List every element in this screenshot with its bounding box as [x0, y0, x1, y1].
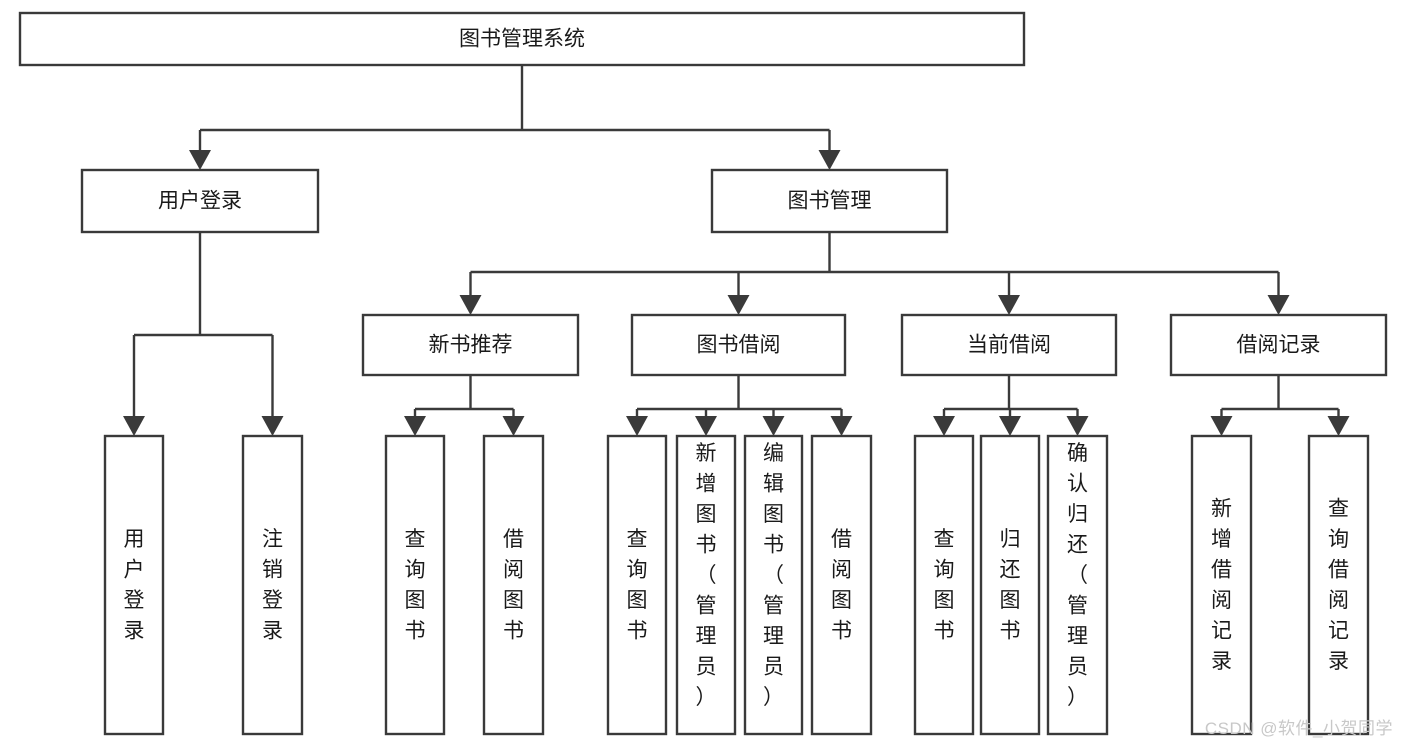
node-book-management-rect[interactable] — [710, 168, 949, 234]
node-leaf-borrow-book-recommend-label: 借阅图书 — [503, 528, 524, 643]
new-book-recommend-to-leaves-arrow-0 — [404, 416, 426, 436]
node-leaf-logout-rect[interactable] — [241, 434, 304, 736]
node-user-login-label: 用户登录 — [158, 190, 242, 213]
node-leaf-borrow-book[interactable]: 借阅图书 — [810, 434, 873, 736]
node-book-management[interactable]: 图书管理 — [710, 168, 949, 234]
node-new-book-recommend[interactable]: 新书推荐 — [361, 313, 580, 377]
node-book-borrow[interactable]: 图书借阅 — [630, 313, 847, 377]
node-leaf-query-borrow-record-label: 查询借阅记录 — [1328, 498, 1349, 674]
current-borrow-to-leaves-arrow-1 — [999, 416, 1021, 436]
node-leaf-confirm-return-admin-label: 确认归还（管理员） — [1067, 442, 1088, 709]
node-leaf-query-book-borrow[interactable]: 查询图书 — [606, 434, 668, 736]
node-new-book-recommend-rect[interactable] — [361, 313, 580, 377]
node-borrow-record[interactable]: 借阅记录 — [1169, 313, 1388, 377]
node-leaf-query-book-borrow-rect[interactable] — [606, 434, 668, 736]
borrow-record-to-leaves-arrow-1 — [1327, 416, 1350, 436]
current-borrow-to-leaves-arrow-2 — [1066, 416, 1089, 436]
node-boxes: 图书管理系统用户登录图书管理新书推荐图书借阅当前借阅借阅记录用户登录注销登录查询… — [18, 11, 1388, 736]
node-leaf-confirm-return-admin-rect[interactable] — [1046, 434, 1109, 736]
node-borrow-record-rect[interactable] — [1169, 313, 1388, 377]
node-leaf-add-borrow-record-label: 新增借阅记录 — [1211, 498, 1232, 674]
current-borrow-to-leaves-arrow-0 — [933, 416, 955, 436]
node-user-login-rect[interactable] — [80, 168, 320, 234]
watermark-label: CSDN @软件_小贺同学 — [1204, 719, 1393, 738]
node-leaf-query-book-current[interactable]: 查询图书 — [913, 434, 975, 736]
node-leaf-logout[interactable]: 注销登录 — [241, 434, 304, 736]
node-leaf-borrow-book-recommend-rect[interactable] — [482, 434, 545, 736]
node-leaf-edit-book-admin-label: 编辑图书（管理员） — [763, 442, 784, 709]
node-leaf-query-book-current-rect[interactable] — [913, 434, 975, 736]
node-leaf-borrow-book-rect[interactable] — [810, 434, 873, 736]
node-leaf-confirm-return-admin[interactable]: 确认归还（管理员） — [1046, 434, 1109, 736]
node-root-label: 图书管理系统 — [459, 28, 585, 51]
node-leaf-add-book-admin[interactable]: 新增图书（管理员） — [675, 434, 737, 736]
node-leaf-query-book-borrow-label: 查询图书 — [627, 528, 648, 643]
node-user-login[interactable]: 用户登录 — [80, 168, 320, 234]
user-login-to-leaves-arrow-1 — [261, 416, 284, 436]
node-leaf-add-borrow-record[interactable]: 新增借阅记录 — [1190, 434, 1253, 736]
node-leaf-logout-label: 注销登录 — [262, 528, 283, 643]
book-management-to-level3-arrow-2 — [998, 295, 1020, 315]
book-management-to-level3-arrow-3 — [1267, 295, 1290, 315]
node-leaf-query-borrow-record-rect[interactable] — [1307, 434, 1370, 736]
node-book-borrow-label: 图书借阅 — [697, 334, 781, 357]
node-leaf-borrow-book-label: 借阅图书 — [831, 528, 852, 643]
root-to-level2-arrow-0 — [189, 150, 211, 170]
new-book-recommend-to-leaves-arrow-1 — [502, 416, 525, 436]
node-leaf-borrow-book-recommend[interactable]: 借阅图书 — [482, 434, 545, 736]
node-borrow-record-label: 借阅记录 — [1237, 334, 1321, 357]
node-leaf-edit-book-admin-rect[interactable] — [743, 434, 804, 736]
node-leaf-add-book-admin-rect[interactable] — [675, 434, 737, 736]
node-leaf-return-book[interactable]: 归还图书 — [979, 434, 1041, 736]
node-current-borrow-label: 当前借阅 — [967, 334, 1051, 357]
node-leaf-user-login-label: 用户登录 — [124, 528, 145, 643]
node-leaf-return-book-label: 归还图书 — [1000, 528, 1021, 643]
node-leaf-edit-book-admin[interactable]: 编辑图书（管理员） — [743, 434, 804, 736]
node-root-rect[interactable] — [18, 11, 1026, 67]
book-borrow-to-leaves-arrow-1 — [695, 416, 717, 436]
user-login-to-leaves-arrow-0 — [123, 416, 145, 436]
node-leaf-query-borrow-record[interactable]: 查询借阅记录 — [1307, 434, 1370, 736]
book-management-to-level3-arrow-1 — [727, 295, 750, 315]
node-book-management-label: 图书管理 — [788, 190, 872, 213]
node-leaf-query-book-recommend-rect[interactable] — [384, 434, 446, 736]
node-book-borrow-rect[interactable] — [630, 313, 847, 377]
book-borrow-to-leaves-arrow-3 — [830, 416, 853, 436]
node-leaf-query-book-recommend-label: 查询图书 — [405, 528, 426, 643]
book-borrow-to-leaves-arrow-0 — [626, 416, 648, 436]
node-leaf-add-book-admin-label: 新增图书（管理员） — [696, 442, 717, 709]
node-current-borrow-rect[interactable] — [900, 313, 1118, 377]
borrow-record-to-leaves-arrow-0 — [1210, 416, 1233, 436]
connector-lines — [123, 65, 1350, 436]
node-leaf-add-borrow-record-rect[interactable] — [1190, 434, 1253, 736]
book-management-to-level3-arrow-0 — [459, 295, 482, 315]
node-new-book-recommend-label: 新书推荐 — [429, 334, 513, 357]
node-leaf-user-login[interactable]: 用户登录 — [103, 434, 165, 736]
node-current-borrow[interactable]: 当前借阅 — [900, 313, 1118, 377]
node-leaf-query-book-recommend[interactable]: 查询图书 — [384, 434, 446, 736]
root-to-level2-arrow-1 — [818, 150, 841, 170]
book-borrow-to-leaves-arrow-2 — [762, 416, 785, 436]
node-root[interactable]: 图书管理系统 — [18, 11, 1026, 67]
node-leaf-query-book-current-label: 查询图书 — [934, 528, 955, 643]
node-leaf-return-book-rect[interactable] — [979, 434, 1041, 736]
node-leaf-user-login-rect[interactable] — [103, 434, 165, 736]
